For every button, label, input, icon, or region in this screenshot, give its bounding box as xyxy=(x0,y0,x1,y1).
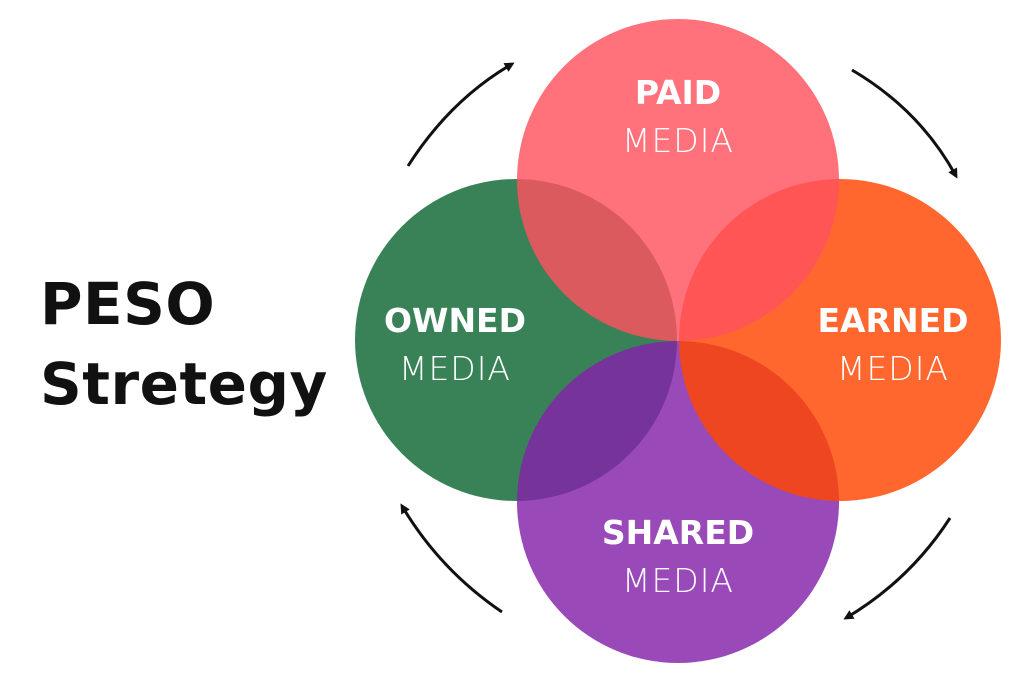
label-owned-bold: OWNED xyxy=(384,301,526,340)
label-owned-media: MEDIA xyxy=(399,349,511,388)
label-earned-media: MEDIA xyxy=(837,349,949,388)
cycle-arrow-top-left-icon xyxy=(406,62,515,167)
label-paid-bold: PAID xyxy=(635,73,721,112)
label-shared-media: MEDIA xyxy=(622,561,734,600)
circle-paid-media xyxy=(517,19,839,341)
diagram-title-line-1: PESO xyxy=(40,270,216,338)
label-earned-bold: EARNED xyxy=(817,301,968,340)
cycle-arrow-bottom-left-icon xyxy=(400,503,503,614)
diagram-title-line-2: Stretegy xyxy=(40,350,328,418)
label-paid-media: MEDIA xyxy=(622,121,734,160)
cycle-arrow-top-right-icon xyxy=(851,68,958,179)
label-shared-bold: SHARED xyxy=(602,513,754,552)
cycle-arrow-bottom-right-icon xyxy=(843,517,952,620)
